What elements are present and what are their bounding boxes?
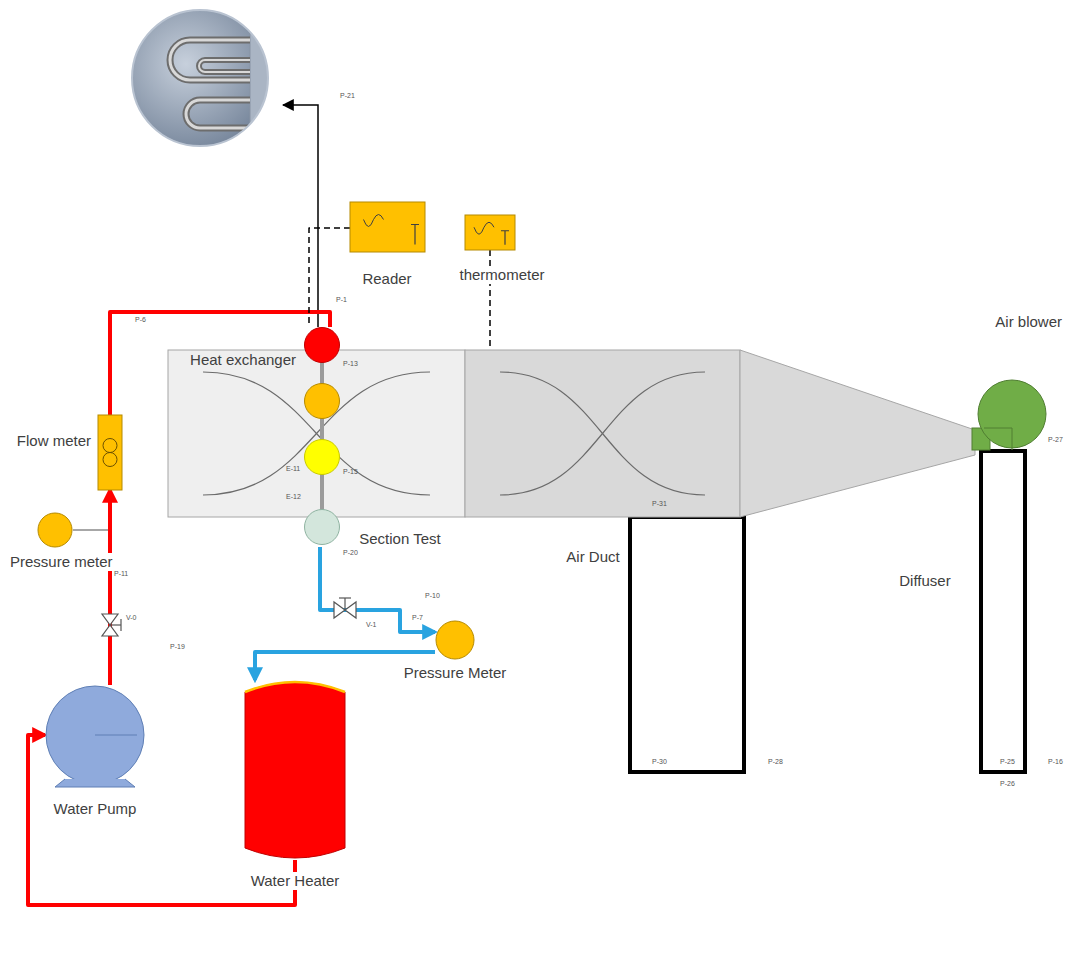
flow-meter: Flow meter [98, 415, 122, 490]
node-label: thermometer [457, 266, 546, 284]
part-tag: V-1 [366, 621, 377, 629]
part-tag: P-20 [343, 549, 358, 557]
node-label: Heat exchanger [188, 351, 298, 369]
part-tag: E-11 [286, 465, 300, 473]
part-tag: P-30 [652, 758, 667, 766]
diffuser-outline [740, 350, 975, 517]
node-label: Air blower [993, 313, 1064, 331]
water-pump: Water Pump [45, 685, 145, 785]
reader-box: Reader [350, 202, 425, 252]
node-label: Pressure meter [8, 553, 115, 571]
thermometer-box: thermometer [465, 215, 515, 250]
pressure-tap-line [73, 529, 110, 531]
pressure-gauge-outline [37, 512, 73, 548]
thermometer-box-outline [465, 215, 515, 250]
air-duct: Air Duct [465, 350, 740, 517]
node-label: Air Duct [564, 548, 621, 566]
part-tag: V-0 [126, 614, 137, 622]
part-tag: P-10 [425, 592, 440, 600]
node-label: Pressure Meter [402, 664, 509, 682]
valve-symbol [102, 614, 121, 636]
node-label: Water Heater [249, 872, 342, 890]
valve-symbol [334, 598, 356, 618]
part-tag: P-26 [1000, 780, 1015, 788]
flow-meter-outline [98, 415, 122, 490]
part-tag: P-11 [114, 570, 128, 578]
part-tag: P-13 [343, 360, 358, 368]
part-tag: P-7 [412, 614, 423, 622]
part-tag: P-31 [652, 500, 667, 508]
water-heater: Water Heater [245, 680, 345, 860]
blower-stand [981, 451, 1025, 772]
test-section: Section Test [168, 350, 465, 517]
part-tag: P-27 [1048, 436, 1063, 444]
part-tag: P-6 [135, 316, 146, 324]
pressure-gauge-outline [435, 620, 475, 660]
water-heater-outline [245, 680, 345, 860]
air-blower: Air blower [972, 378, 1047, 450]
diffuser: Diffuser [740, 350, 975, 517]
pressure-gauge: Pressure Meter [435, 620, 475, 660]
pipe-connector [108, 490, 112, 685]
node-label: Flow meter [15, 432, 93, 450]
node-label: Water Pump [52, 800, 139, 818]
inset-leader-arrow [283, 105, 318, 327]
part-tag: P-16 [1048, 758, 1063, 766]
part-tag: E-12 [286, 493, 301, 501]
node-label: Reader [360, 270, 413, 288]
test-section-outline [168, 350, 465, 517]
inset-outline [132, 10, 268, 146]
air-duct-outline [465, 350, 740, 517]
part-tag: P-28 [768, 758, 783, 766]
node-label: Section Test [357, 530, 442, 548]
air-blower-outline [972, 378, 1047, 450]
water-pump-outline [45, 685, 145, 785]
part-tag: P-21 [340, 92, 355, 100]
reader-box-outline [350, 202, 425, 252]
pressure-gauge: Pressure meter [37, 512, 73, 548]
duct-stand [630, 517, 744, 772]
pipe-connector [309, 228, 350, 327]
part-tag: P-15 [343, 468, 358, 476]
pipe-connector [489, 250, 491, 350]
heat-exchanger: Heat exchanger [304, 327, 340, 547]
part-tag: P-25 [1000, 758, 1015, 766]
heat-exchanger-outline [304, 327, 340, 547]
part-tag: P-19 [170, 643, 185, 651]
heat-exchanger-inset [130, 8, 275, 148]
node-label: Diffuser [897, 572, 952, 590]
pipe-connector [320, 547, 435, 632]
part-tag: P-1 [336, 296, 347, 304]
